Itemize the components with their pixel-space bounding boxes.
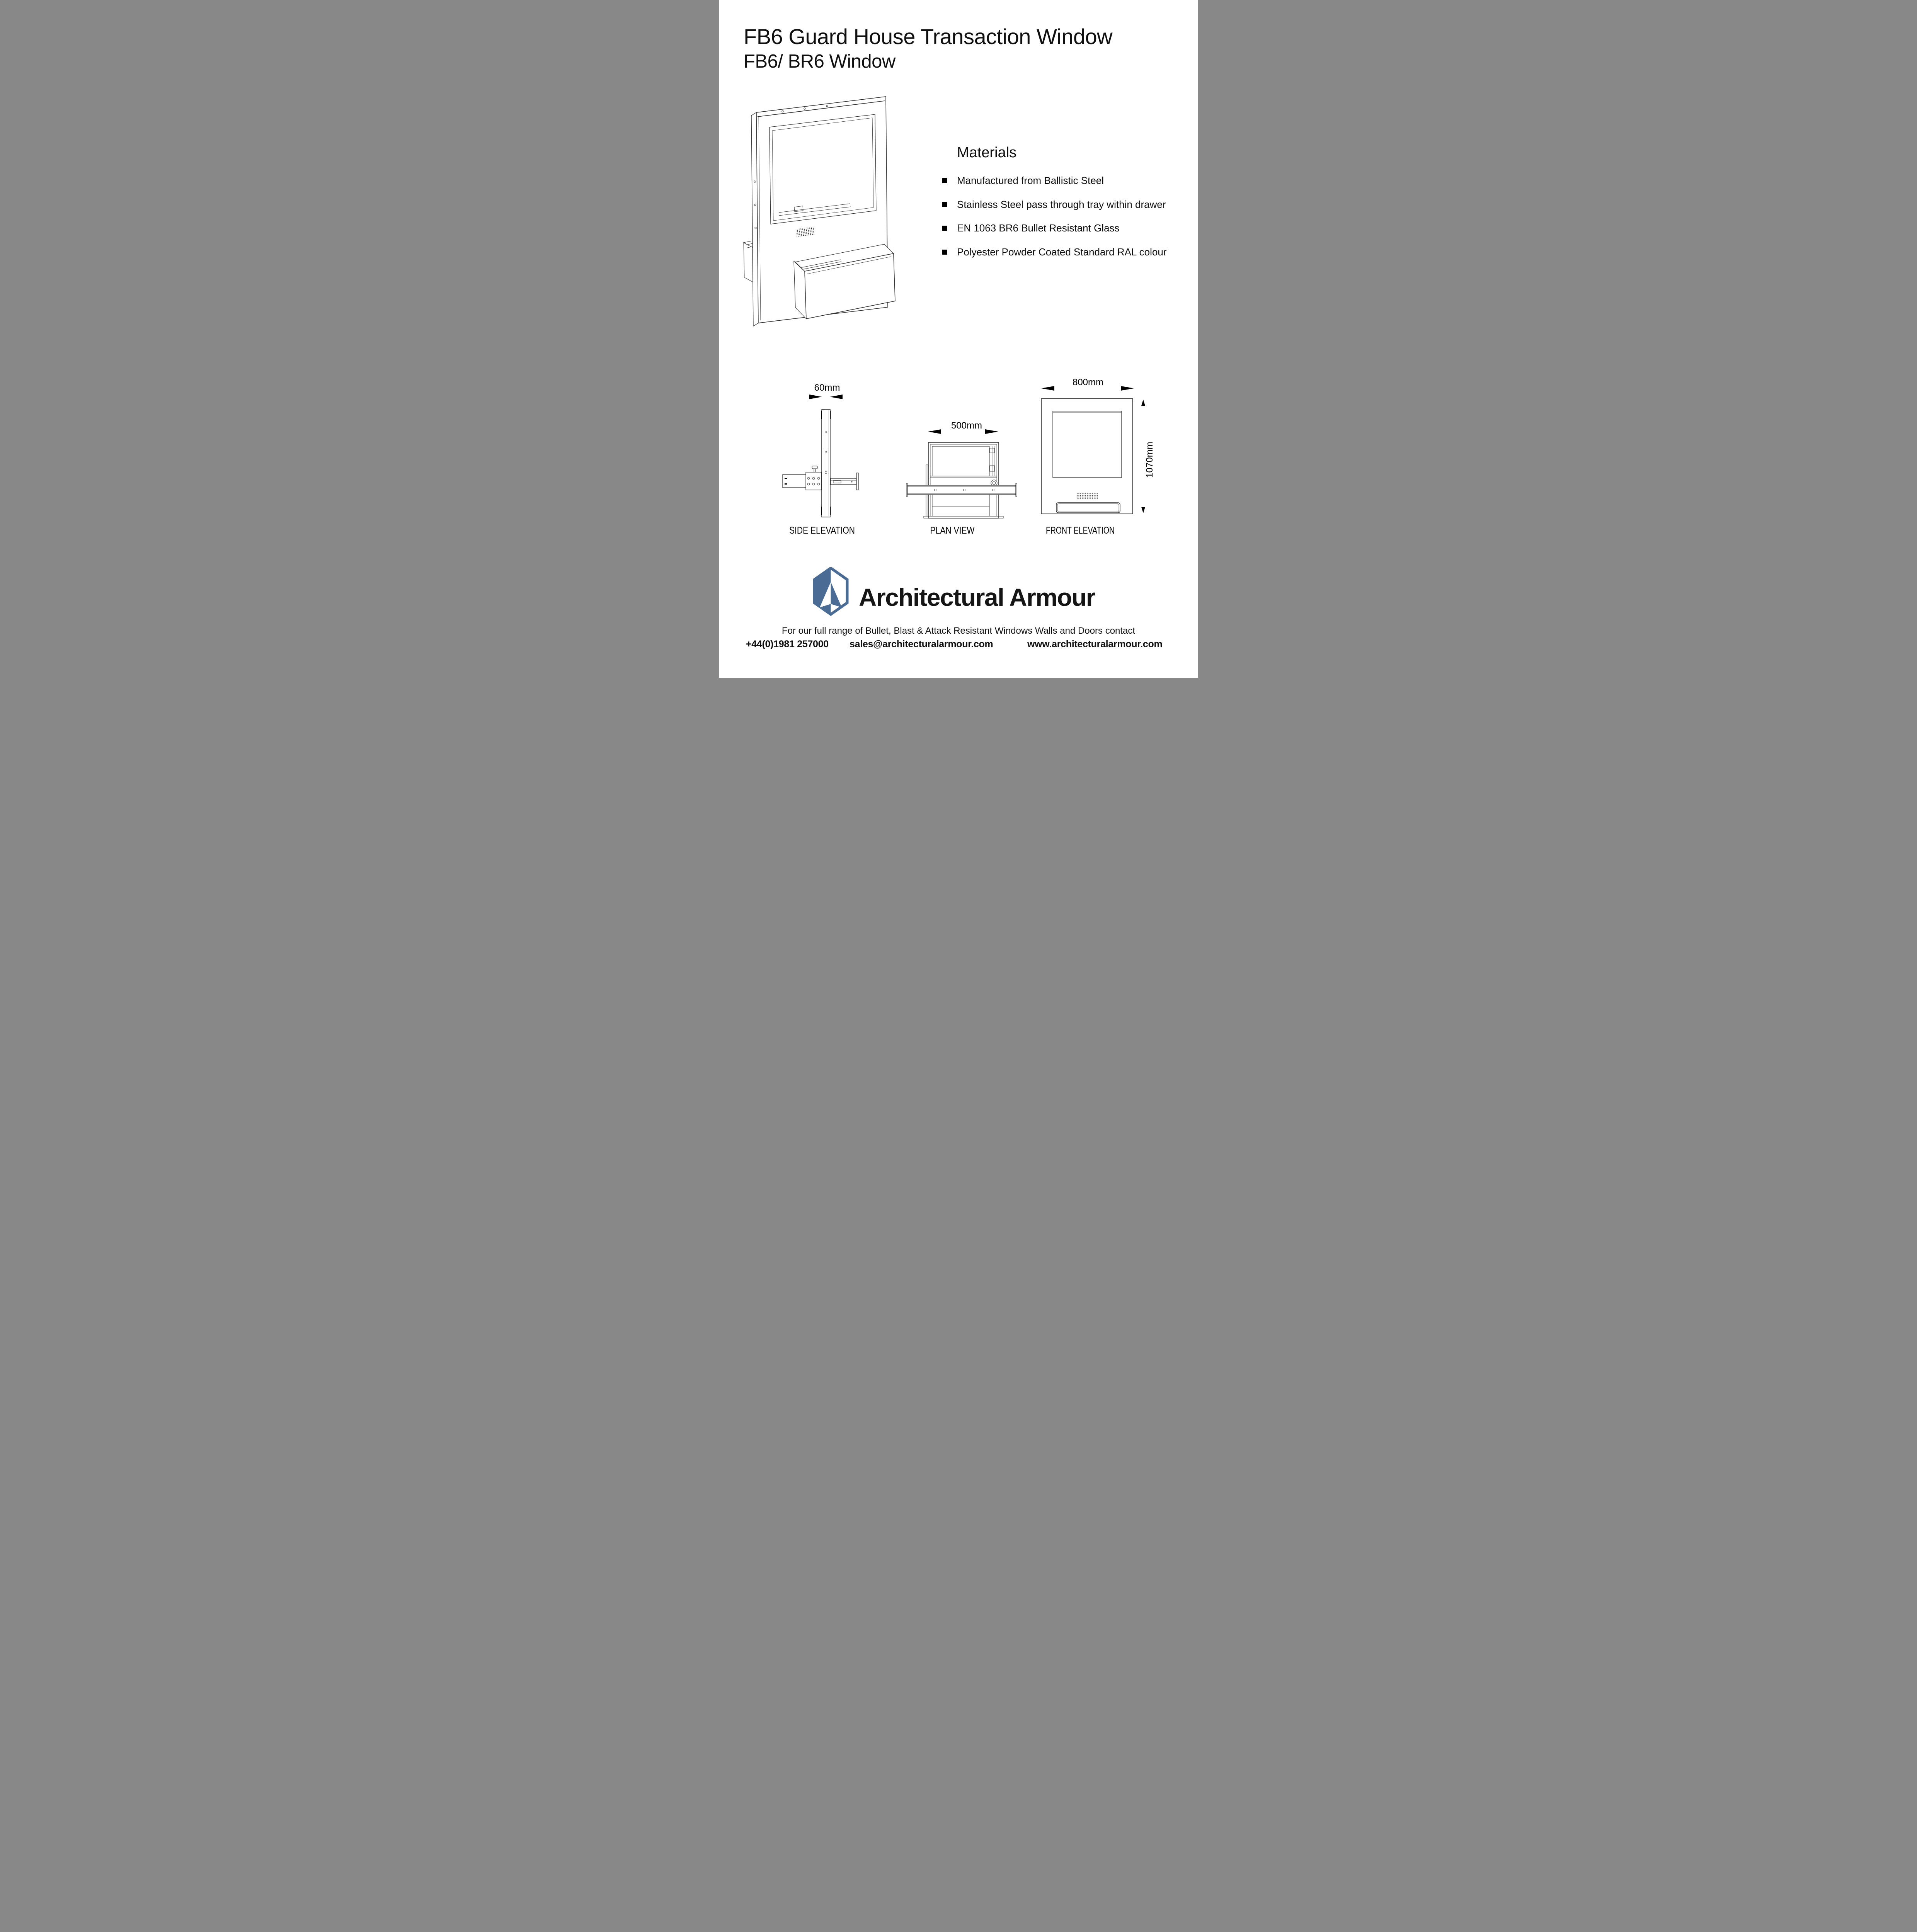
- slide-bar: [907, 485, 1016, 495]
- footer-website: www.architecturalarmour.com: [1027, 639, 1163, 650]
- dim-arrow-left-icon: [830, 395, 843, 399]
- plan-body: [906, 442, 1017, 519]
- page-title: FB6 Guard House Transaction Window: [744, 24, 1113, 49]
- bullet-square-icon: [942, 178, 947, 183]
- dim-arrow-down-icon: [1141, 507, 1145, 513]
- front-elevation-label: FRONT ELEVATION: [1046, 525, 1115, 536]
- speech-vent-holes: [1077, 493, 1098, 499]
- bullet-square-icon: [942, 226, 947, 231]
- fixing-screws: [754, 105, 828, 229]
- bullet-square-icon: [942, 202, 947, 207]
- materials-list: Manufactured from Ballistic Steel Stainl…: [942, 175, 1174, 270]
- panel-section: [821, 409, 831, 517]
- dim-arrow-left-icon: [928, 429, 941, 434]
- brand-wordmark: Architectural Armour: [859, 583, 1096, 611]
- materials-heading: Materials: [957, 145, 1017, 161]
- drawer-front: [1056, 502, 1120, 513]
- footer-email: sales@architecturalarmour.com: [850, 639, 993, 650]
- side-elevation-label: SIDE ELEVATION: [789, 525, 855, 536]
- material-text: EN 1063 BR6 Bullet Resistant Glass: [957, 222, 1120, 234]
- side-elevation-drawing: 60mm: [782, 383, 859, 536]
- material-text: Stainless Steel pass through tray within…: [957, 198, 1166, 210]
- pass-through-shelf: [778, 203, 851, 216]
- footer-tagline: For our full range of Bullet, Blast & At…: [781, 626, 1136, 636]
- plan-view-label: PLAN VIEW: [930, 525, 975, 536]
- speech-vent-holes: [795, 227, 815, 237]
- front-width-dim: 800mm: [1073, 377, 1103, 388]
- side-width-dim: 60mm: [814, 383, 840, 393]
- material-text: Polyester Powder Coated Standard RAL col…: [957, 246, 1167, 258]
- glass-opening: [769, 114, 877, 224]
- front-elevation-drawing: 800mm 1070mm FRONT ELEVATION: [1041, 377, 1155, 536]
- glass-window: [1052, 411, 1122, 478]
- list-item: Polyester Powder Coated Standard RAL col…: [942, 246, 1174, 258]
- brand-hexagon-icon: [813, 567, 849, 616]
- transaction-drawer: [793, 244, 896, 320]
- list-item: EN 1063 BR6 Bullet Resistant Glass: [942, 222, 1174, 234]
- plan-view-drawing: 500mm: [906, 420, 1017, 536]
- page-subtitle: FB6/ BR6 Window: [744, 51, 896, 72]
- bullet-square-icon: [942, 249, 947, 255]
- footer-phone: +44(0)1981 257000: [746, 639, 829, 650]
- material-text: Manufactured from Ballistic Steel: [957, 175, 1104, 186]
- dim-arrow-right-icon: [1121, 386, 1134, 391]
- dim-arrow-right-icon: [985, 429, 998, 434]
- dim-arrow-left-icon: [1041, 386, 1054, 391]
- drawer-slide-assembly: [782, 466, 859, 490]
- isometric-drawing: [743, 96, 896, 327]
- front-body: [1041, 398, 1133, 514]
- plan-width-dim: 500mm: [951, 420, 982, 431]
- dim-arrow-right-icon: [809, 395, 822, 399]
- datasheet-page: FB6 Guard House Transaction Window FB6/ …: [719, 0, 1198, 678]
- front-height-dim: 1070mm: [1144, 442, 1155, 478]
- list-item: Stainless Steel pass through tray within…: [942, 199, 1174, 211]
- list-item: Manufactured from Ballistic Steel: [942, 175, 1174, 187]
- dim-arrow-up-icon: [1141, 400, 1145, 406]
